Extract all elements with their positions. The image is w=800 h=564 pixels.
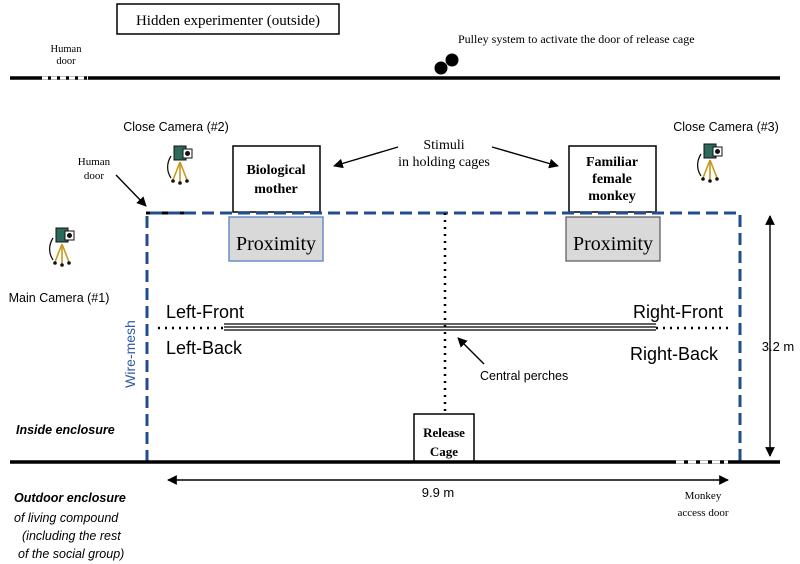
main-camera-label: Main Camera (#1) — [9, 291, 110, 305]
central-perches-label: Central perches — [480, 369, 568, 383]
release-cage-label-2: Cage — [430, 444, 458, 459]
proximity-zone-left — [228, 216, 324, 262]
pulley-icon — [434, 53, 459, 75]
outdoor-label-4: of the social group) — [18, 547, 124, 561]
zone-right-front: Right-Front — [633, 302, 723, 322]
stimuli-arrow-right — [491, 146, 559, 169]
proximity-left-label: Proximity — [236, 233, 316, 255]
proximity-zone-right — [565, 216, 661, 262]
height-dimension-label: 3.2 m — [762, 339, 795, 354]
central-perches-arrow — [457, 337, 485, 365]
inside-enclosure-label: Inside enclosure — [16, 423, 115, 437]
outdoor-label-3: (including the rest — [22, 529, 121, 543]
outdoor-label-1: Outdoor enclosure — [14, 491, 126, 505]
human-door-top-label-1: Human — [51, 44, 83, 55]
stimuli-label-2: in holding cages — [398, 155, 490, 170]
human-door-left-arrow — [115, 174, 147, 207]
stimuli-arrow-left — [333, 146, 399, 169]
central-perches — [224, 323, 656, 331]
release-cage-label-1: Release — [423, 425, 465, 440]
zone-left-back: Left-Back — [166, 338, 243, 358]
human-door-left-label-2: door — [84, 170, 105, 182]
zone-left-front: Left-Front — [166, 302, 244, 322]
main-camera-icon — [48, 227, 75, 268]
outdoor-label-2: of living compound — [14, 511, 119, 525]
close-camera-3-label: Close Camera (#3) — [673, 120, 779, 134]
enclosure-mesh — [145, 211, 742, 462]
release-cage — [413, 413, 475, 463]
human-door-top-label-2: door — [56, 56, 76, 67]
monkey-door-label-2: access door — [677, 507, 728, 519]
wire-mesh-label: Wire-mesh — [122, 320, 138, 388]
holding-cage-familiar — [568, 145, 657, 213]
close-camera-3-icon — [696, 143, 723, 184]
experimenter-box — [116, 3, 340, 35]
familiar-label-3: monkey — [588, 189, 635, 204]
width-dimension-label: 9.9 m — [422, 485, 455, 500]
familiar-label-1: Familiar — [586, 155, 638, 170]
close-camera-2-icon — [166, 145, 193, 186]
monkey-door-label-1: Monkey — [685, 490, 722, 502]
close-camera-2-label: Close Camera (#2) — [123, 120, 229, 134]
human-door-left-label-1: Human — [78, 156, 111, 168]
pulley-label: Pulley system to activate the door of re… — [458, 32, 695, 46]
holding-cage-mother — [232, 145, 321, 213]
bio-mother-label-1: Biological — [246, 163, 305, 178]
experimenter-label: Hidden experimenter (outside) — [136, 13, 320, 29]
proximity-right-label: Proximity — [573, 233, 653, 255]
bio-mother-label-2: mother — [254, 182, 298, 197]
zone-right-back: Right-Back — [630, 344, 719, 364]
stimuli-label-1: Stimuli — [423, 138, 464, 153]
familiar-label-2: female — [592, 172, 632, 187]
